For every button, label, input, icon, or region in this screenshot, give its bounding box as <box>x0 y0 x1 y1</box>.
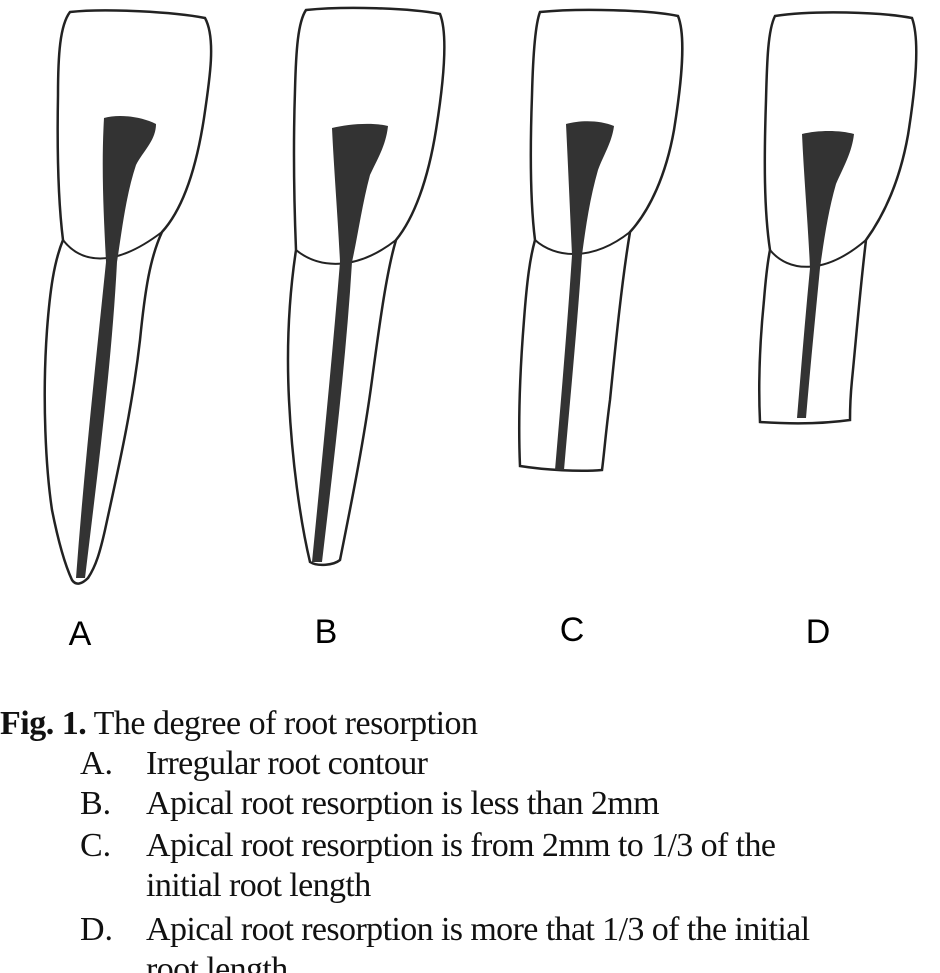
tooth-c-pulp-chamber <box>566 121 614 255</box>
caption-item-c-letter: C. <box>80 827 112 864</box>
tooth-b-pulp-chamber <box>332 123 388 262</box>
tooth-a-pulp-chamber <box>102 116 156 262</box>
tooth-letter-a: A <box>69 615 92 653</box>
tooth-c-root-canal <box>555 255 582 470</box>
caption-item-d-letter: D. <box>80 911 114 948</box>
tooth-d-root-canal <box>797 268 820 418</box>
figure-caption: Fig. 1. The degree of root resorption A.… <box>0 700 940 973</box>
tooth-letter-b: B <box>315 613 338 651</box>
tooth-d-cej-line <box>769 239 867 268</box>
tooth-b-outline <box>286 6 446 567</box>
tooth-c-outline <box>517 8 684 473</box>
caption-item-b-letter: B. <box>80 785 112 822</box>
tooth-a-outline <box>43 9 213 585</box>
tooth-b <box>286 6 446 567</box>
tooth-c <box>517 8 684 473</box>
caption-item-a-letter: A. <box>80 745 114 782</box>
tooth-a-cej-line <box>62 231 163 260</box>
tooth-d-outline <box>757 11 918 425</box>
tooth-b-root-canal <box>312 262 352 562</box>
tooth-letter-c: C <box>560 611 585 649</box>
caption-item-a-text: Irregular root contour <box>146 745 428 782</box>
tooth-a <box>43 9 213 585</box>
figure-number: Fig. 1. <box>0 705 87 742</box>
tooth-b-cej-line <box>295 239 397 265</box>
caption-item-d-text-line2: root length <box>146 951 288 973</box>
caption-item-c-text-line2: initial root length <box>146 867 371 904</box>
caption-item-b-text: Apical root resorption is less than 2mm <box>146 785 660 822</box>
tooth-d-pulp-chamber <box>802 131 854 268</box>
tooth-a-root-canal <box>76 262 117 578</box>
caption-title: The degree of root resorption <box>93 705 478 742</box>
caption-title-line: Fig. 1. The degree of root resorption <box>0 704 478 744</box>
tooth-letter-d: D <box>806 613 831 651</box>
root-resorption-diagram: A B C D <box>43 6 918 653</box>
caption-item-c-text-line1: Apical root resorption is from 2mm to 1/… <box>146 827 776 864</box>
caption-item-d-text-line1: Apical root resorption is more that 1/3 … <box>146 911 810 948</box>
tooth-d <box>757 11 918 425</box>
